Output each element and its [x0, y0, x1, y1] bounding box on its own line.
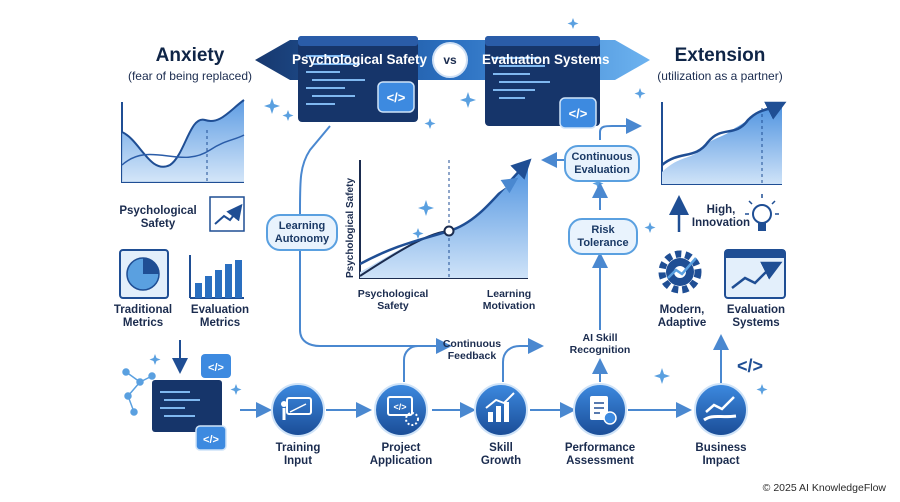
center-x-left-label: Psychological Safety	[357, 288, 429, 313]
psych-safety-label: Psychological Safety	[119, 205, 197, 231]
svg-text:</>: </>	[569, 106, 588, 121]
extension-title: Extension	[674, 45, 766, 66]
step-skill-circle	[474, 383, 528, 437]
banner-left-label: Psychological Safety	[292, 52, 428, 67]
step-project-circle: </>	[374, 383, 428, 437]
copyright: © 2025 AI KnowledgeFlow	[762, 482, 886, 494]
step-performance-label: Performance Assessment	[564, 442, 636, 468]
pill-continuous-evaluation: Continuous Evaluation	[564, 145, 640, 183]
code-window-right: </>	[485, 36, 600, 129]
step-performance-circle	[573, 383, 627, 437]
svg-text:</>: </>	[393, 402, 406, 412]
svg-text:</>: </>	[208, 362, 224, 374]
connectors	[240, 118, 729, 418]
pill-learning-autonomy: Learning Autonomy	[266, 214, 338, 252]
step-training-label: Training Input	[275, 442, 321, 468]
anxiety-chart	[121, 99, 245, 183]
continuous-feedback-label: Continuous Feedback	[442, 338, 502, 363]
evaluation-metrics-label: Evaluation Metrics	[190, 304, 250, 330]
step-skill-label: Skill Growth	[480, 442, 522, 468]
extension-subtitle: (utilization as a partner)	[657, 69, 783, 83]
banner-vs-label: vs	[443, 53, 457, 67]
lightbulb-icon	[745, 194, 779, 231]
center-x-right-label: Learning Motivation	[482, 288, 536, 313]
code-window-left: </>	[298, 36, 418, 122]
extension-chart	[661, 101, 787, 185]
step-training-circle	[271, 383, 325, 437]
banner-right-label: Evaluation Systems	[482, 52, 610, 67]
center-chart: Psychological Safety	[345, 158, 532, 279]
evaluation-dashboard-icon	[724, 249, 786, 299]
ai-skill-recognition-label: AI Skill Recognition	[569, 332, 631, 357]
high-innovation-label: High, Innovation	[691, 204, 751, 230]
bar-chart-icon	[188, 255, 244, 300]
code-brackets-icon: </>	[737, 356, 763, 376]
anxiety-title: Anxiety	[155, 45, 225, 66]
pill-risk-tolerance: Risk Tolerance	[568, 218, 638, 256]
step-business-label: Business Impact	[695, 442, 747, 468]
modern-adaptive-label: Modern, Adaptive	[657, 304, 707, 330]
anxiety-subtitle: (fear of being replaced)	[127, 69, 253, 83]
trend-up-icon	[209, 196, 245, 232]
center-y-axis-label: Psychological Safety	[345, 178, 356, 278]
svg-text:</>: </>	[387, 90, 406, 105]
gear-icon	[658, 250, 702, 294]
traditional-metrics-label: Traditional Metrics	[113, 304, 173, 330]
evaluation-systems-label: Evaluation Systems	[726, 304, 786, 330]
step-business-circle	[694, 383, 748, 437]
code-window-bottom-left: </> </>	[122, 340, 231, 451]
svg-text:</>: </>	[203, 434, 219, 446]
step-project-label: Project Application	[369, 442, 433, 468]
pie-chart-icon	[119, 249, 169, 299]
